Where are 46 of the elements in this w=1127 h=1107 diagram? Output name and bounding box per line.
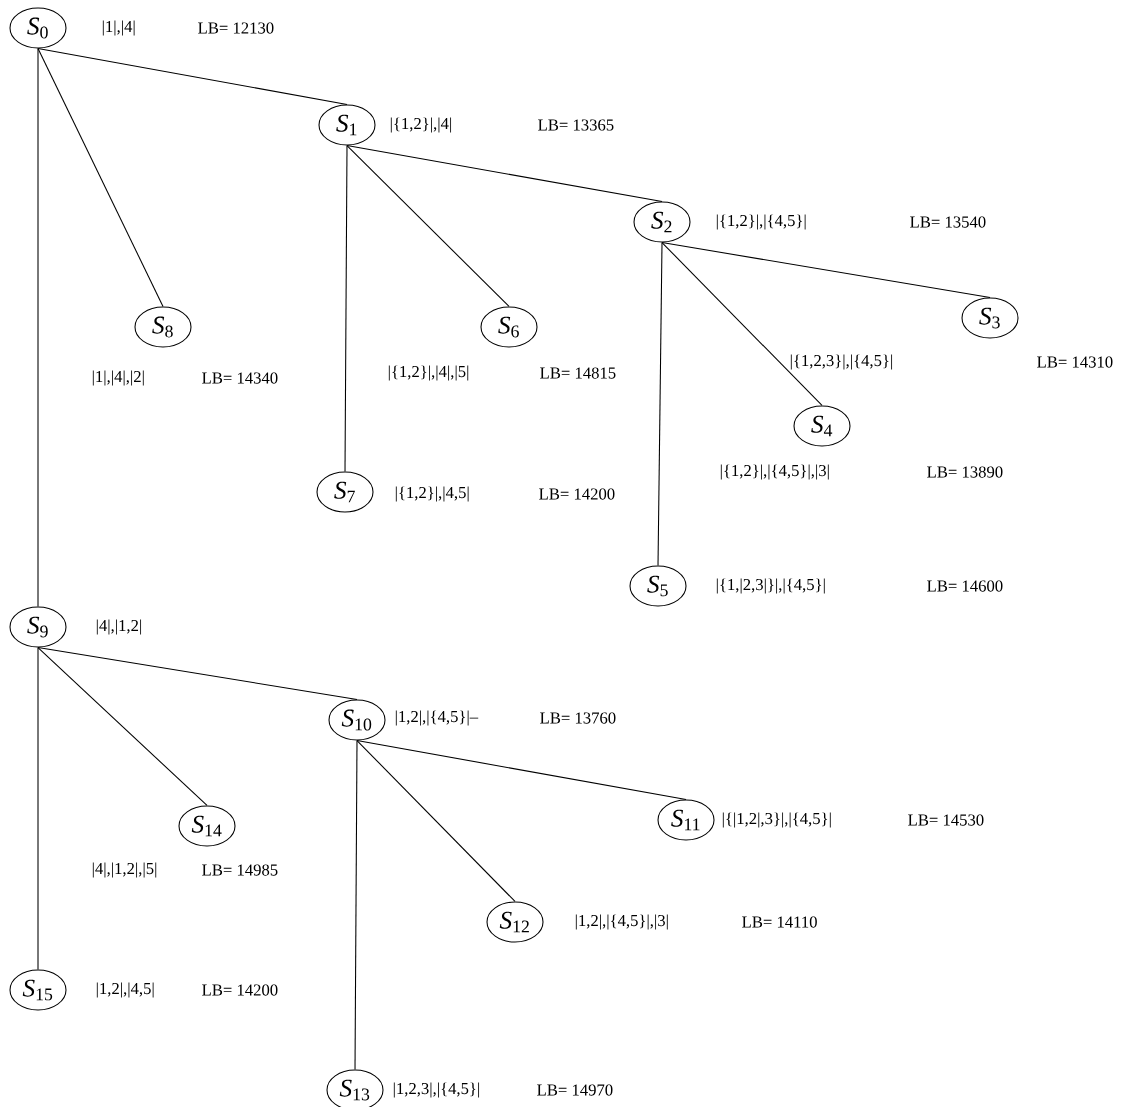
tree-edge bbox=[344, 145, 348, 472]
lower-bound-label: LB= 14530 bbox=[908, 814, 984, 826]
tree-edge bbox=[346, 145, 663, 202]
tree-edge bbox=[37, 48, 348, 105]
tree-edge bbox=[661, 242, 991, 298]
partition-label: |1,2|,|4,5| bbox=[96, 982, 154, 998]
partition-label: |1|,|4| bbox=[102, 20, 135, 36]
lower-bound-label: LB= 13890 bbox=[927, 466, 1003, 478]
partition-label: |1,2|,|{4,5}|– bbox=[395, 710, 479, 726]
lower-bound-label: LB= 14310 bbox=[1037, 356, 1113, 368]
partition-label: |{1,2}|,|4| bbox=[390, 117, 452, 133]
partition-label: |{1,2}|,|{4,5}|,|3| bbox=[720, 464, 829, 480]
lower-bound-label: LB= 14340 bbox=[202, 372, 278, 384]
partition-label: |{1,2}|,|{4,5}| bbox=[716, 214, 806, 230]
partition-label: |1,2|,|{4,5}|,|3| bbox=[575, 914, 668, 930]
partition-label: |4|,|1,2|,|5| bbox=[92, 862, 157, 878]
lower-bound-label: LB= 14200 bbox=[202, 984, 278, 996]
partition-label: |{1,2}|,|4|,|5| bbox=[388, 365, 469, 381]
lower-bound-label: LB= 13540 bbox=[910, 216, 986, 228]
tree-edge bbox=[37, 48, 39, 607]
lower-bound-label: LB= 14200 bbox=[539, 488, 615, 500]
lower-bound-label: LB= 14970 bbox=[537, 1084, 613, 1096]
tree-edge bbox=[37, 647, 208, 806]
partition-label: |{1,2,3}|,|{4,5}| bbox=[790, 354, 893, 370]
tree-edge bbox=[37, 647, 358, 700]
lower-bound-label: LB= 13760 bbox=[540, 712, 616, 724]
partition-label: |{|1,2|,3}|,|{4,5}| bbox=[722, 812, 831, 828]
tree-edge bbox=[356, 740, 687, 800]
tree-edge bbox=[356, 740, 516, 902]
tree-edge bbox=[657, 242, 663, 566]
partition-label: |{1,2}|,|4,5| bbox=[395, 486, 469, 502]
partition-label: |1,2,3|,|{4,5}| bbox=[393, 1082, 480, 1098]
tree-edge bbox=[354, 740, 358, 1070]
lower-bound-label: LB= 13365 bbox=[538, 119, 614, 131]
tree-edge bbox=[346, 145, 510, 307]
tree-edge bbox=[37, 48, 164, 307]
lower-bound-label: LB= 14985 bbox=[202, 864, 278, 876]
tree-edge bbox=[661, 242, 823, 406]
lower-bound-label: LB= 14110 bbox=[742, 916, 817, 928]
lower-bound-label: LB= 12130 bbox=[198, 22, 274, 34]
partition-label: |4|,|1,2| bbox=[96, 619, 142, 635]
tree-edge bbox=[37, 647, 39, 970]
partition-label: |{1,|2,3|}|,|{4,5}| bbox=[716, 578, 825, 594]
partition-label: |1|,|4|,|2| bbox=[92, 370, 144, 386]
lower-bound-label: LB= 14815 bbox=[540, 367, 616, 379]
lower-bound-label: LB= 14600 bbox=[927, 580, 1003, 592]
